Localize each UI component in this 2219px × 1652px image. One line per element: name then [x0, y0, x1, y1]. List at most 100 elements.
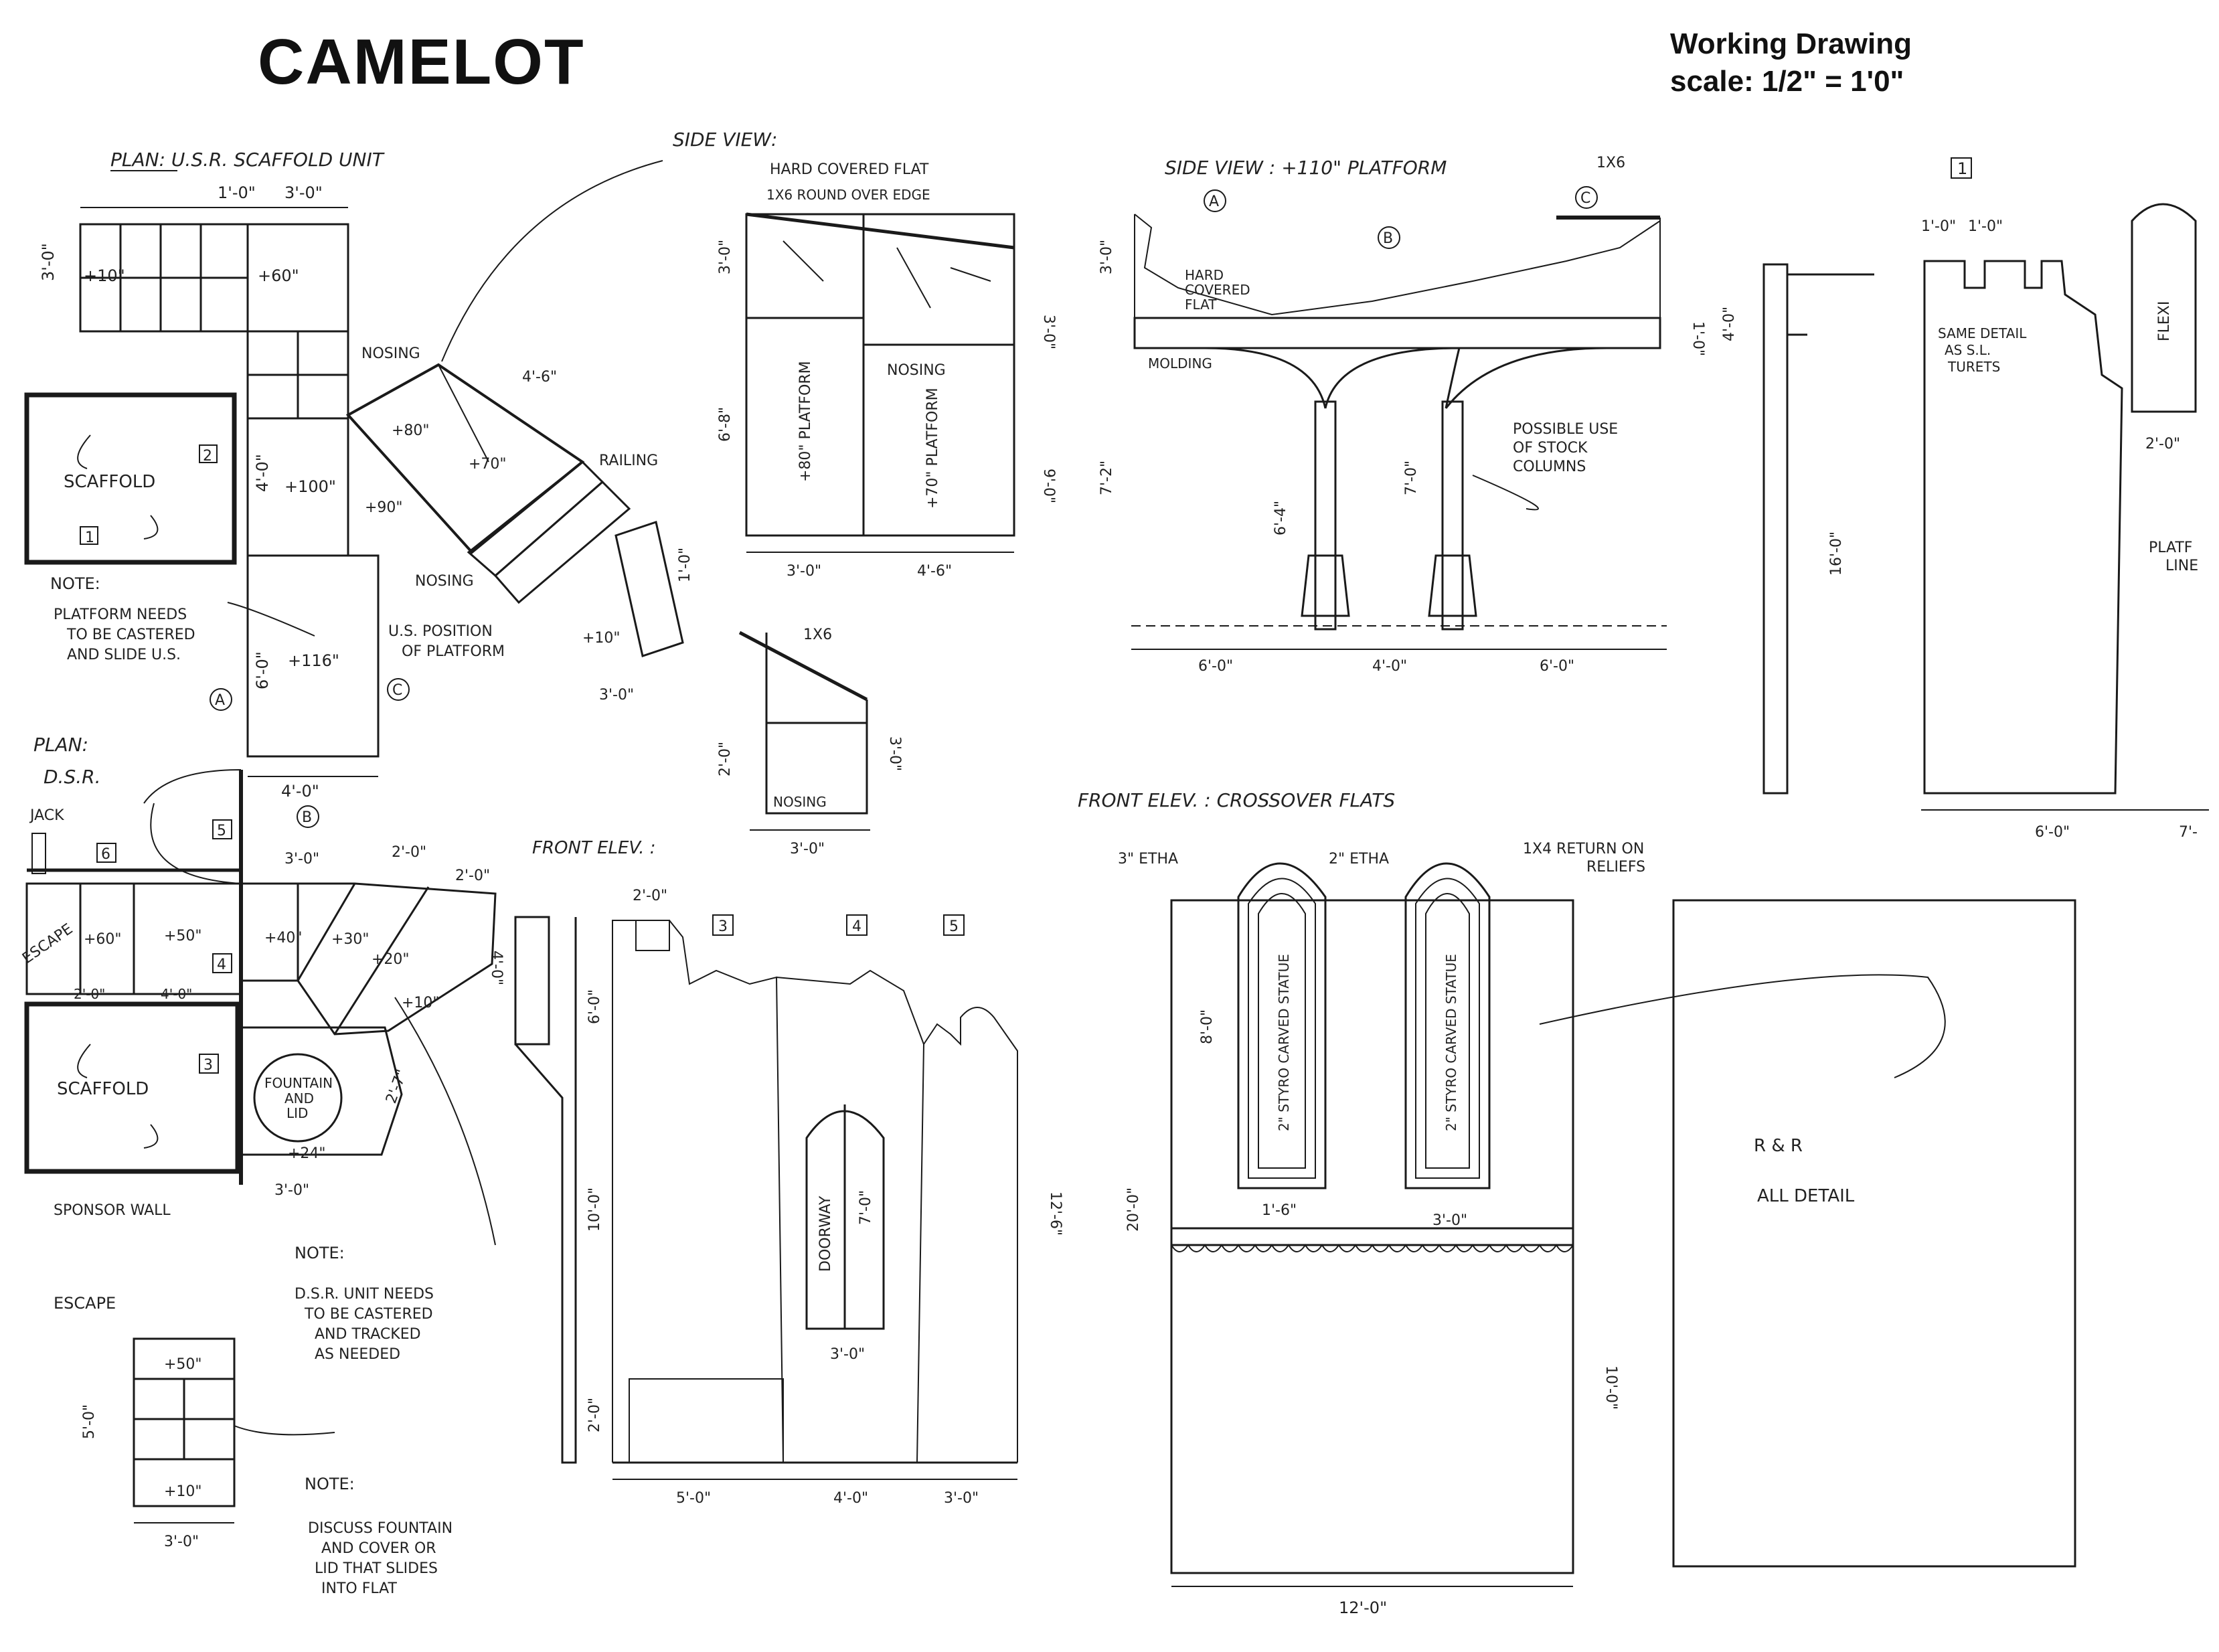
dsr-fountain2: AND — [284, 1090, 314, 1106]
usr-note-l1: PLATFORM NEEDS — [54, 606, 187, 623]
dsr-heading2: D.S.R. — [44, 766, 101, 788]
plan-usr-heading: PLAN: U.S.R. SCAFFOLD UNIT — [110, 149, 385, 171]
s110-dim-3: 3'-0" — [1098, 240, 1115, 274]
fe1-num5: 5 — [949, 918, 959, 935]
s110-possible3: COLUMNS — [1513, 459, 1586, 475]
side1-hard-covered: HARD COVERED FLAT — [770, 161, 929, 178]
usr-plus116: +116" — [288, 651, 339, 670]
tower-same3: TURETS — [1947, 359, 2000, 375]
fe2-dim-20: 20'-0" — [1125, 1187, 1142, 1232]
s110-dim-b1: 6'-0" — [1198, 658, 1233, 675]
fe2-return1: 1X4 RETURN ON — [1523, 841, 1644, 857]
tower-dim-b2: 7'- — [2179, 824, 2198, 841]
side1-round-over: 1X6 ROUND OVER EDGE — [766, 187, 930, 203]
usr-num1: 1 — [85, 529, 94, 546]
dsr-scaffold: SCAFFOLD — [57, 1079, 149, 1099]
side-view-2: 1X6 NOSING 2'-0" 3'-0" 3'-0" — [717, 627, 903, 857]
esc-dim-3: 3'-0" — [164, 1534, 199, 1550]
fe1-dim-7: 7'-0" — [857, 1190, 874, 1225]
fe1-dim-2b: 2'-0" — [586, 1398, 603, 1432]
side2-dim-3: 3'-0" — [886, 736, 903, 771]
s110-hard3: FLAT — [1185, 297, 1217, 313]
s110-dim-1: 1'-0" — [1690, 321, 1706, 356]
usr-plus10: +10" — [84, 266, 125, 285]
dsr-dim-4b: 4'-0" — [488, 951, 505, 985]
subtitle-working-drawing: Working Drawing — [1670, 27, 1912, 60]
dsr-plus10: +10" — [402, 995, 440, 1011]
dsr-note-l2: TO BE CASTERED — [304, 1306, 433, 1323]
dsr-fountain1: FOUNTAIN — [264, 1075, 333, 1091]
fe1-num4: 4 — [852, 918, 861, 935]
dsr-dim-3b: 3'-0" — [274, 1182, 309, 1199]
fe1-dim-b1: 5'-0" — [676, 1490, 711, 1507]
tower-view: 1 1'-0" 1'-0" 4'-0" 16'-0" SAME DETAIL A… — [1721, 157, 2209, 841]
fe2-dim-10: 10'-0" — [1602, 1366, 1619, 1410]
dsr-num4: 4 — [217, 957, 226, 973]
fe1-dim-2: 2'-0" — [633, 888, 667, 904]
dsr-escape: ESCAPE — [19, 920, 76, 967]
usr-dim-4: 4'-0" — [253, 454, 272, 492]
dsr-num3: 3 — [203, 1057, 213, 1074]
side-view-110: SIDE VIEW : +110" PLATFORM 1X6 A B C HAR… — [1098, 155, 1706, 675]
fe1-dim-3: 3'-0" — [830, 1346, 865, 1363]
fe2-statue1: 2" STYRO CARVED STATUE — [1276, 954, 1292, 1131]
s110-heading: SIDE VIEW : +110" PLATFORM — [1165, 157, 1447, 179]
fe2-rr1: R & R — [1754, 1136, 1803, 1156]
front-elev-1: FRONT ELEV. : 3 4 5 DOORWAY 7'-0" 3'-0" … — [514, 838, 1064, 1507]
dsr-dim-2c: 2'-0" — [455, 868, 490, 884]
dsr-sponsor: SPONSOR WALL — [54, 1202, 171, 1219]
usr-dim-4c: 4'-6" — [522, 369, 557, 386]
dsr-note-l1: D.S.R. UNIT NEEDS — [295, 1286, 434, 1303]
s110-hard1: HARD — [1185, 267, 1224, 283]
esc-dim-5: 5'-0" — [81, 1404, 98, 1439]
usr-dim-6: 6'-0" — [253, 651, 272, 689]
usr-dim-4b: 4'-0" — [281, 782, 319, 801]
dsr-dim-27: 2'-7" — [383, 1068, 410, 1106]
fe1-num3: 3 — [718, 918, 728, 935]
fe1-heading: FRONT ELEV. : — [532, 838, 656, 858]
usr-plus90: +90" — [365, 499, 403, 516]
dsr-dim-4a: 4'-0" — [161, 986, 192, 1002]
usr-mark-c: C — [392, 682, 402, 699]
usr-dim-1: 1'-0" — [218, 183, 256, 202]
fe1-dim-12: 12'-6" — [1047, 1191, 1064, 1236]
fe1-dim-b2: 4'-0" — [833, 1490, 868, 1507]
tower-dim-1b: 1'-0" — [1968, 218, 2003, 235]
usr-plus100: +100" — [284, 477, 336, 496]
usr-mark-a: A — [215, 692, 225, 709]
usr-nosing1: NOSING — [361, 345, 420, 362]
tower-dim-2: 2'-0" — [2145, 436, 2180, 452]
usr-mark-b: B — [302, 809, 312, 826]
fe1-dim-6: 6'-0" — [586, 989, 603, 1024]
side1-plat70: +70" PLATFORM — [924, 388, 941, 509]
usr-railing: RAILING — [599, 452, 658, 469]
s110-dim-7: 7'-0" — [1403, 461, 1420, 495]
fe2-return2: RELIEFS — [1586, 859, 1645, 876]
s110-hard2: COVERED — [1185, 282, 1250, 298]
tower-dim-1a: 1'-0" — [1921, 218, 1956, 235]
dsr-plus40: +40" — [264, 930, 303, 946]
tower-platf1: PLATF — [2149, 540, 2192, 556]
esc-label: ESCAPE — [54, 1294, 116, 1313]
fe2-eth2: 2" ETHA — [1329, 851, 1389, 868]
usr-note-l3: AND SLIDE U.S. — [67, 647, 181, 663]
escape-unit: ESCAPE +50" +10" 5'-0" 3'-0" NOTE: DISCU… — [54, 1294, 453, 1597]
side1-dim-9: 9'-0" — [1040, 469, 1057, 503]
usr-plus60: +60" — [258, 266, 299, 285]
fe2-dim-3: 3'-0" — [1432, 1212, 1467, 1229]
tower-dim-b: 6'-0" — [2035, 824, 2070, 841]
subtitle-scale: scale: 1/2" = 1'0" — [1670, 65, 1904, 98]
fe2-heading: FRONT ELEV. : CROSSOVER FLATS — [1078, 789, 1395, 811]
dsr-plus30: +30" — [331, 931, 369, 948]
usr-num2: 2 — [203, 448, 212, 465]
dsr-num5: 5 — [217, 823, 226, 839]
dsr-note-l3: AND TRACKED — [315, 1326, 421, 1343]
side1-nosing: NOSING — [887, 362, 946, 379]
esc-note-l3: LID THAT SLIDES — [315, 1560, 438, 1577]
usr-note-head: NOTE: — [50, 574, 100, 593]
side1-dim-b1: 3'-0" — [787, 563, 821, 580]
usr-dim-3c: 3'-0" — [599, 687, 634, 704]
tower-same2: AS S.L. — [1945, 342, 1991, 358]
s110-dim-b2: 4'-0" — [1372, 658, 1407, 675]
s110-molding: MOLDING — [1148, 355, 1212, 371]
